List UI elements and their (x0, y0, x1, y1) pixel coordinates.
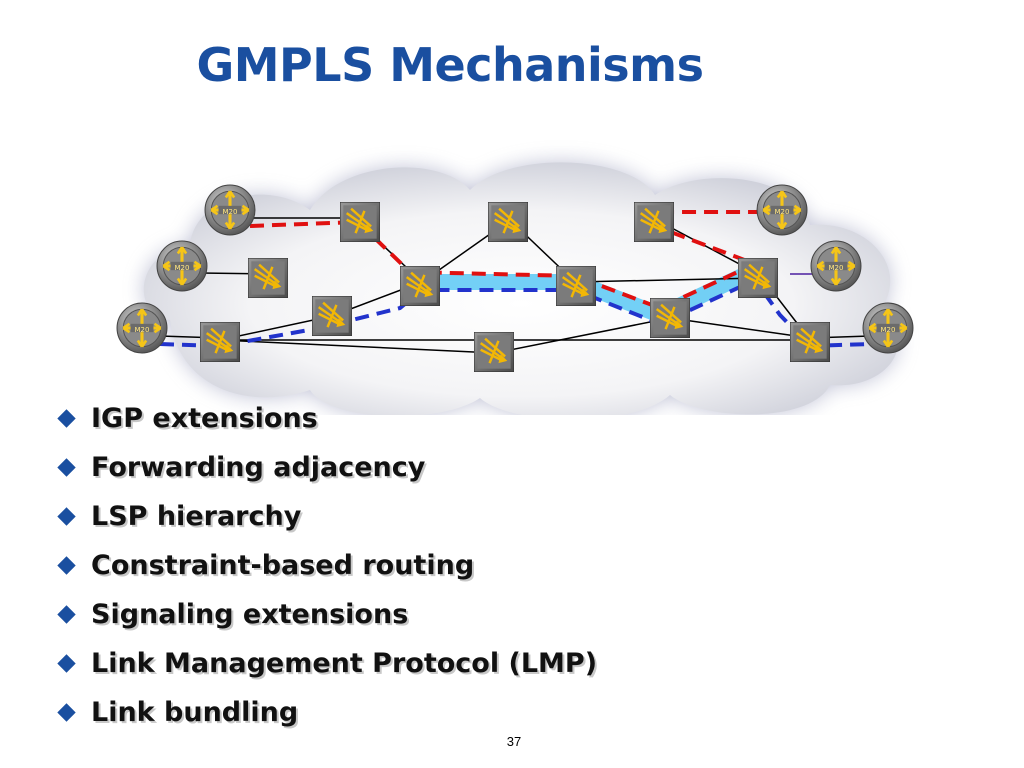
edge-routers: M20 M20 M20 M20 M20 M20 (116, 184, 914, 354)
oxc-node (488, 202, 528, 242)
list-item: IGP extensions (48, 394, 597, 443)
list-item-label: Constraint-based routing (91, 550, 475, 581)
list-item-label: IGP extensions (91, 403, 318, 434)
diamond-bullet-icon (57, 409, 76, 428)
oxc-node (340, 202, 380, 242)
oxc-node (556, 266, 596, 306)
list-item: Forwarding adjacency (48, 443, 597, 492)
oxc-node (790, 322, 830, 362)
oxc-node (474, 332, 514, 372)
list-item: Constraint-based routing (48, 541, 597, 590)
slide-title: GMPLS Mechanisms (196, 38, 704, 92)
oxc-node (650, 298, 690, 338)
list-item: Link Management Protocol (LMP) (48, 639, 597, 688)
oxc-node (200, 322, 240, 362)
list-item-label: Link bundling (91, 697, 299, 728)
edge-router-icon: M20 (810, 240, 862, 292)
list-item: Signaling extensions (48, 590, 597, 639)
svg-text:M20: M20 (775, 208, 790, 216)
oxc-node (634, 202, 674, 242)
diamond-bullet-icon (57, 654, 76, 673)
oxc-node (248, 258, 288, 298)
mechanism-list: IGP extensions Forwarding adjacency LSP … (48, 394, 597, 737)
diamond-bullet-icon (57, 507, 76, 526)
list-item-label: Forwarding adjacency (91, 452, 426, 483)
list-item: Link bundling (48, 688, 597, 737)
svg-text:M20: M20 (223, 208, 238, 216)
diamond-bullet-icon (57, 458, 76, 477)
diamond-bullet-icon (57, 556, 76, 575)
edge-router-icon: M20 (204, 184, 256, 236)
network-diagram: M20 M20 M20 M20 M20 M20 (116, 162, 914, 415)
list-item-label: Signaling extensions (91, 599, 409, 630)
list-item: LSP hierarchy (48, 492, 597, 541)
oxc-node (312, 296, 352, 336)
page-number: 37 (506, 734, 522, 749)
diamond-bullet-icon (57, 703, 76, 722)
edge-router-icon: M20 (756, 184, 808, 236)
oxc-node (738, 258, 778, 298)
oxc-node (400, 266, 440, 306)
edge-router-icon: M20 (116, 302, 168, 354)
svg-text:M20: M20 (881, 326, 896, 334)
svg-text:M20: M20 (829, 264, 844, 272)
svg-text:M20: M20 (175, 264, 190, 272)
svg-text:M20: M20 (135, 326, 150, 334)
diamond-bullet-icon (57, 605, 76, 624)
list-item-label: LSP hierarchy (91, 501, 302, 532)
edge-router-icon: M20 (156, 240, 208, 292)
lsp-tunnel (420, 262, 759, 323)
list-item-label: Link Management Protocol (LMP) (91, 648, 598, 679)
edge-router-icon: M20 (862, 302, 914, 354)
